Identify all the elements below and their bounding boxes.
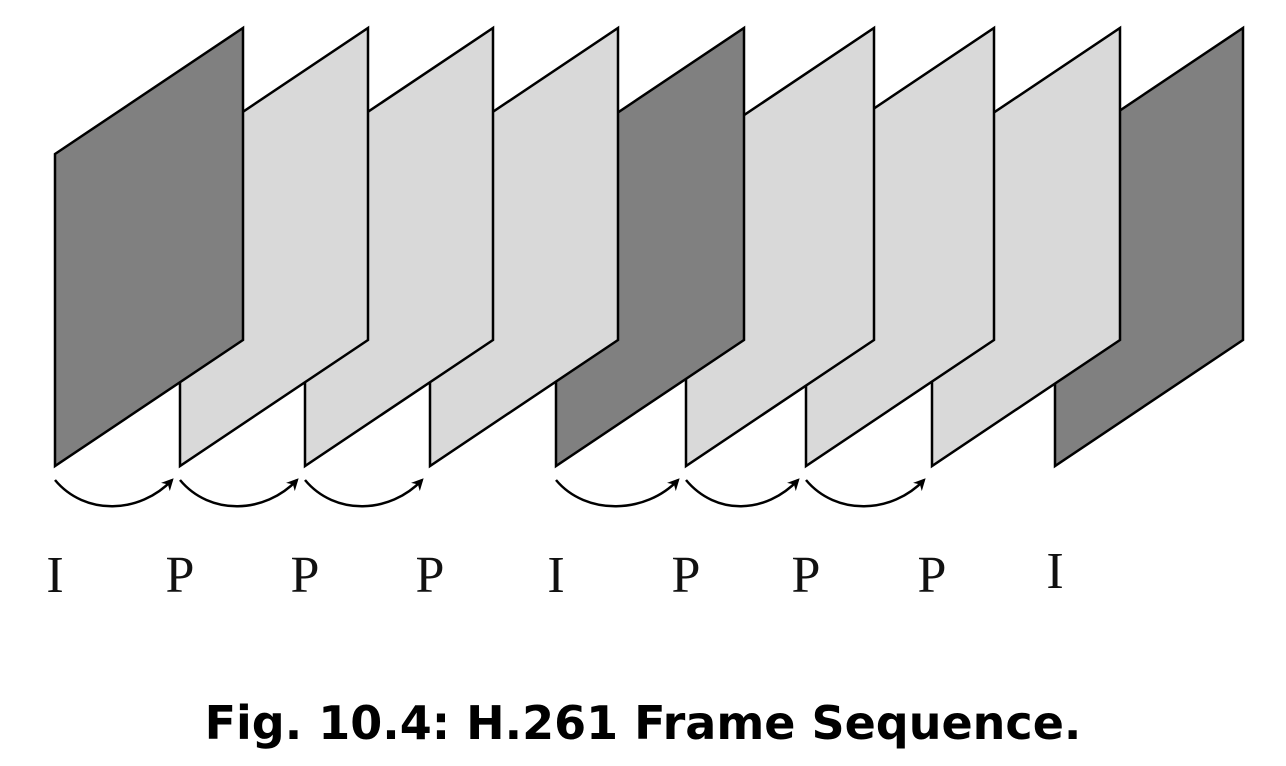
prediction-arrow-3 [304,478,424,508]
frames-layer [53,25,1245,469]
frame-label-8: P [918,547,947,604]
frame-label-9: I [1046,543,1063,600]
frame-label-7: P [792,547,821,604]
frame-label-5: I [547,547,564,604]
figure-caption: Fig. 10.4: H.261 Frame Sequence. [204,696,1082,750]
prediction-arrow-6 [805,478,926,508]
i-frame-1 [53,25,245,469]
prediction-arrow-1 [54,478,174,508]
prediction-arrow-4 [555,478,680,508]
frame-label-6: P [672,547,701,604]
frame-label-2: P [166,547,195,604]
arrows-layer [54,478,926,508]
frame-label-3: P [291,547,320,604]
prediction-arrow-5 [685,478,800,508]
frame-label-1: I [46,547,63,604]
prediction-arrow-2 [179,478,299,508]
frame-label-4: P [416,547,445,604]
